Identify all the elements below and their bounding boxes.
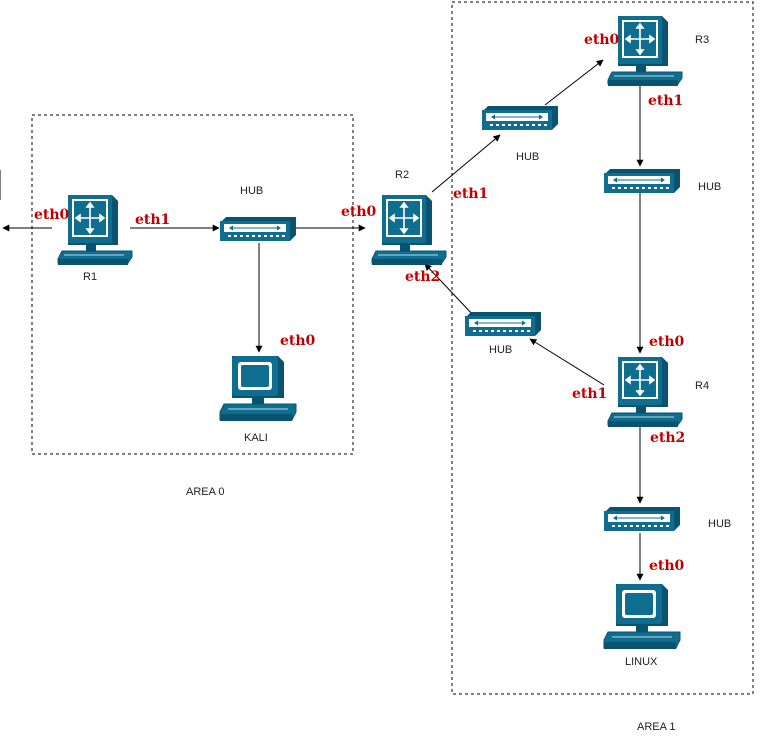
- hub-r2-r3-label: HUB: [516, 151, 539, 163]
- hub-r4-r2-icon: [464, 311, 542, 337]
- r2-label: R2: [395, 169, 409, 181]
- r2-eth1-label: eth1: [453, 186, 488, 202]
- router-r1-icon: [57, 194, 133, 266]
- r4-eth2-label: eth2: [650, 430, 685, 446]
- kali-eth0-label: eth0: [280, 333, 316, 349]
- r2-eth2-label: eth2: [405, 269, 440, 285]
- r1-label: R1: [83, 271, 97, 283]
- r3-eth1-label: eth1: [648, 93, 683, 109]
- area1-label: AREA 1: [637, 721, 676, 733]
- hub-area0-label: HUB: [240, 185, 263, 197]
- r3-label: R3: [695, 34, 709, 46]
- hub-area0-icon: [219, 216, 297, 242]
- link-hub-r3: [544, 59, 604, 106]
- kali-label: KALI: [244, 432, 268, 444]
- linux-eth0-label: eth0: [649, 558, 685, 574]
- link-r2-hub: [431, 134, 501, 193]
- hub-r2-r3-icon: [481, 105, 559, 131]
- link-r4-hub: [529, 338, 605, 386]
- hub-r4-r2-label: HUB: [489, 344, 512, 356]
- linux-workstation-icon: [603, 583, 681, 650]
- r2-eth0-label: eth0: [341, 204, 377, 220]
- link-hub-r2-return: [424, 263, 475, 317]
- hub-r3-r4-icon: [603, 168, 681, 194]
- hub-r3-r4-label: HUB: [698, 181, 721, 193]
- router-r3-icon: [607, 15, 683, 87]
- r3-eth0-label: eth0: [584, 32, 620, 48]
- router-r4-icon: [607, 356, 683, 428]
- router-r2-icon: [371, 194, 447, 266]
- linux-label: LINUX: [625, 656, 658, 668]
- r4-label: R4: [695, 380, 709, 392]
- area0-boundary: [31, 114, 354, 455]
- r4-eth0-label: eth0: [649, 334, 685, 350]
- hub-r4-linux-label: HUB: [708, 518, 731, 530]
- area1-boundary: [451, 1, 754, 695]
- r1-eth1-label: eth1: [135, 212, 170, 228]
- area0-label: AREA 0: [186, 486, 225, 498]
- hub-r4-linux-icon: [603, 506, 681, 532]
- kali-workstation-icon: [219, 355, 297, 422]
- r1-eth0-label: eth0: [34, 207, 70, 223]
- r4-eth1-label: eth1: [572, 386, 607, 402]
